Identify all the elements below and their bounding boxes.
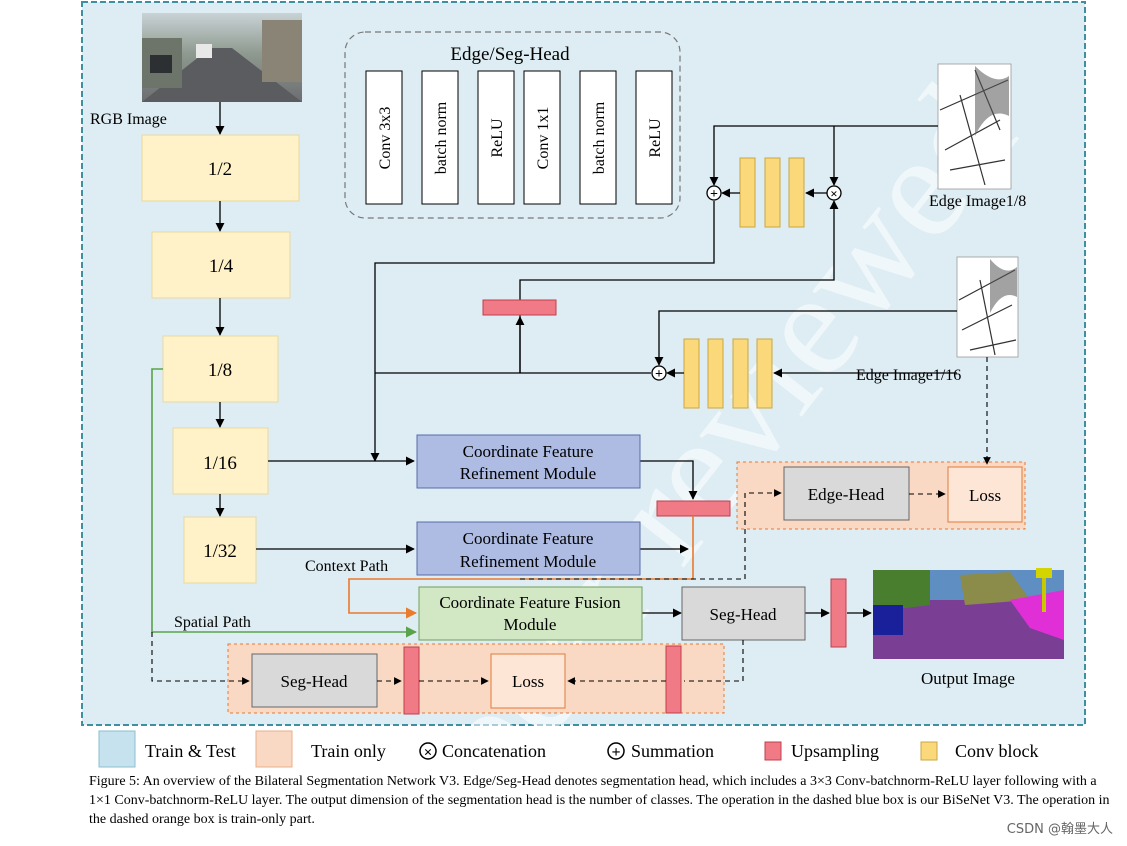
svg-text:+: +: [611, 744, 620, 761]
legend-train-test-swatch: [98, 730, 136, 768]
edge-branch-arrows: [256, 125, 957, 618]
svg-text:+: +: [710, 187, 718, 202]
head-layer-label: ReLU: [489, 118, 506, 158]
svg-text:×: ×: [424, 745, 433, 761]
conv-block: [739, 157, 756, 228]
head-layer-label: Conv 3x3: [377, 107, 394, 170]
head-layer-box: [477, 70, 515, 205]
legend-train-test-label: Train & Test: [145, 741, 236, 761]
stage-1-32-block: [183, 516, 257, 584]
upsampling-block: [665, 645, 682, 714]
legend-train-only-swatch: [255, 730, 293, 768]
conv-block: [756, 338, 773, 409]
train-only-arrows: [151, 357, 991, 685]
stage-1-8-label: 1/8: [208, 360, 232, 381]
edge-head-label: Edge-Head: [808, 485, 885, 504]
upsampling-block: [482, 299, 557, 316]
seg-loss-block: [490, 653, 566, 709]
stage-1-8-block: [162, 335, 279, 403]
conv-block: [707, 338, 724, 409]
cfrm-module-2: [416, 521, 641, 576]
head-layer-box: [579, 70, 617, 205]
legend-concatenation-label: Concatenation: [442, 741, 546, 761]
context-path-label: Context Path: [305, 558, 388, 575]
seg-head-label: Seg-Head: [709, 605, 777, 624]
edge-image-1-8: [937, 63, 1012, 190]
edge-image-1-16: [956, 256, 1019, 358]
stage-1-16-block: [172, 427, 269, 495]
credit-watermark: CSDN @翰墨大人: [1006, 822, 1113, 837]
head-layer-label: ReLU: [647, 118, 664, 158]
legend-conv-block-label: Conv block: [955, 741, 1039, 761]
output-image: [873, 568, 1064, 659]
edge-loss-block: [947, 466, 1023, 523]
legend-upsampling-label: Upsampling: [791, 741, 879, 761]
network-diagram: peer reviewed Edge/Seg-Head Conv 3x3 bat…: [81, 1, 1086, 768]
head-layer-box: [635, 70, 673, 205]
rgb-image: [142, 13, 302, 102]
head-layer-box: [523, 70, 561, 205]
upsampling-block: [656, 500, 731, 517]
spatial-path-label: Spatial Path: [174, 614, 251, 631]
head-layer-box: [421, 70, 459, 205]
legend-summation-label: Summation: [631, 741, 714, 761]
head-layers: Conv 3x3 batch norm ReLU Conv 1x1 batch …: [365, 70, 673, 205]
legend-upsampling-swatch: [764, 741, 782, 761]
stage-1-2-block: [141, 134, 300, 202]
figure-caption: Figure 5: An overview of the Bilateral S…: [89, 774, 1110, 827]
context-fusion-line: [348, 516, 694, 619]
edge-image-1-16-label: Edge Image1/16: [856, 367, 961, 384]
cfrm-module-1-line2: Refinement Module: [460, 464, 596, 483]
conv-block: [683, 338, 700, 409]
seg-head-block: [681, 586, 806, 641]
summation-node-1-16: +: [651, 365, 667, 382]
head-layer-box: [365, 70, 403, 205]
output-image-label: Output Image: [921, 669, 1015, 688]
edge-image-1-8-label: Edge Image1/8: [929, 193, 1026, 210]
summation-node-1-8: +: [706, 185, 722, 202]
rgb-image-label: RGB Image: [90, 111, 167, 128]
stage-1-4-block: [151, 231, 291, 299]
stage-1-4-label: 1/4: [209, 256, 234, 277]
conv-block: [788, 157, 805, 228]
legend-conv-block-swatch: [920, 741, 938, 761]
head-layer-label: batch norm: [433, 101, 450, 174]
upsampling-block: [830, 578, 847, 648]
stage-1-16-label: 1/16: [203, 453, 237, 474]
svg-text:×: ×: [830, 186, 837, 201]
legend-concatenation-icon: ×: [419, 742, 437, 761]
cfrm-module-2-line1: Coordinate Feature: [463, 529, 594, 548]
legend-train-only-label: Train only: [311, 741, 386, 761]
head-layer-label: batch norm: [591, 101, 608, 174]
legend-summation-icon: +: [607, 742, 625, 761]
edge-loss-label: Loss: [969, 486, 1001, 505]
cffm-module: [418, 586, 643, 641]
cfrm-module-1-line1: Coordinate Feature: [463, 442, 594, 461]
cfrm-module-1: [416, 434, 641, 489]
legend: Train & Test Train only × Concatenation …: [98, 730, 1039, 768]
conv-block: [732, 338, 749, 409]
stage-1-32-label: 1/32: [203, 541, 237, 562]
head-layer-label: Conv 1x1: [535, 107, 552, 170]
stage-1-2-label: 1/2: [208, 159, 232, 180]
head-structure-box: [344, 31, 681, 219]
concatenation-node-1-8: ×: [826, 185, 842, 201]
conv-block: [764, 157, 781, 228]
cffm-module-line2: Module: [504, 615, 557, 634]
seg-loss-label: Loss: [512, 672, 544, 691]
spatial-path-lines: [151, 368, 418, 638]
head-structure-title: Edge/Seg-Head: [450, 44, 570, 65]
upsampling-block: [403, 646, 420, 715]
cffm-module-line1: Coordinate Feature Fusion: [439, 593, 621, 612]
edge-head-block: [783, 466, 910, 521]
aux-seg-head-label: Seg-Head: [280, 672, 348, 691]
svg-text:+: +: [655, 367, 663, 382]
cfrm-module-2-line2: Refinement Module: [460, 552, 596, 571]
